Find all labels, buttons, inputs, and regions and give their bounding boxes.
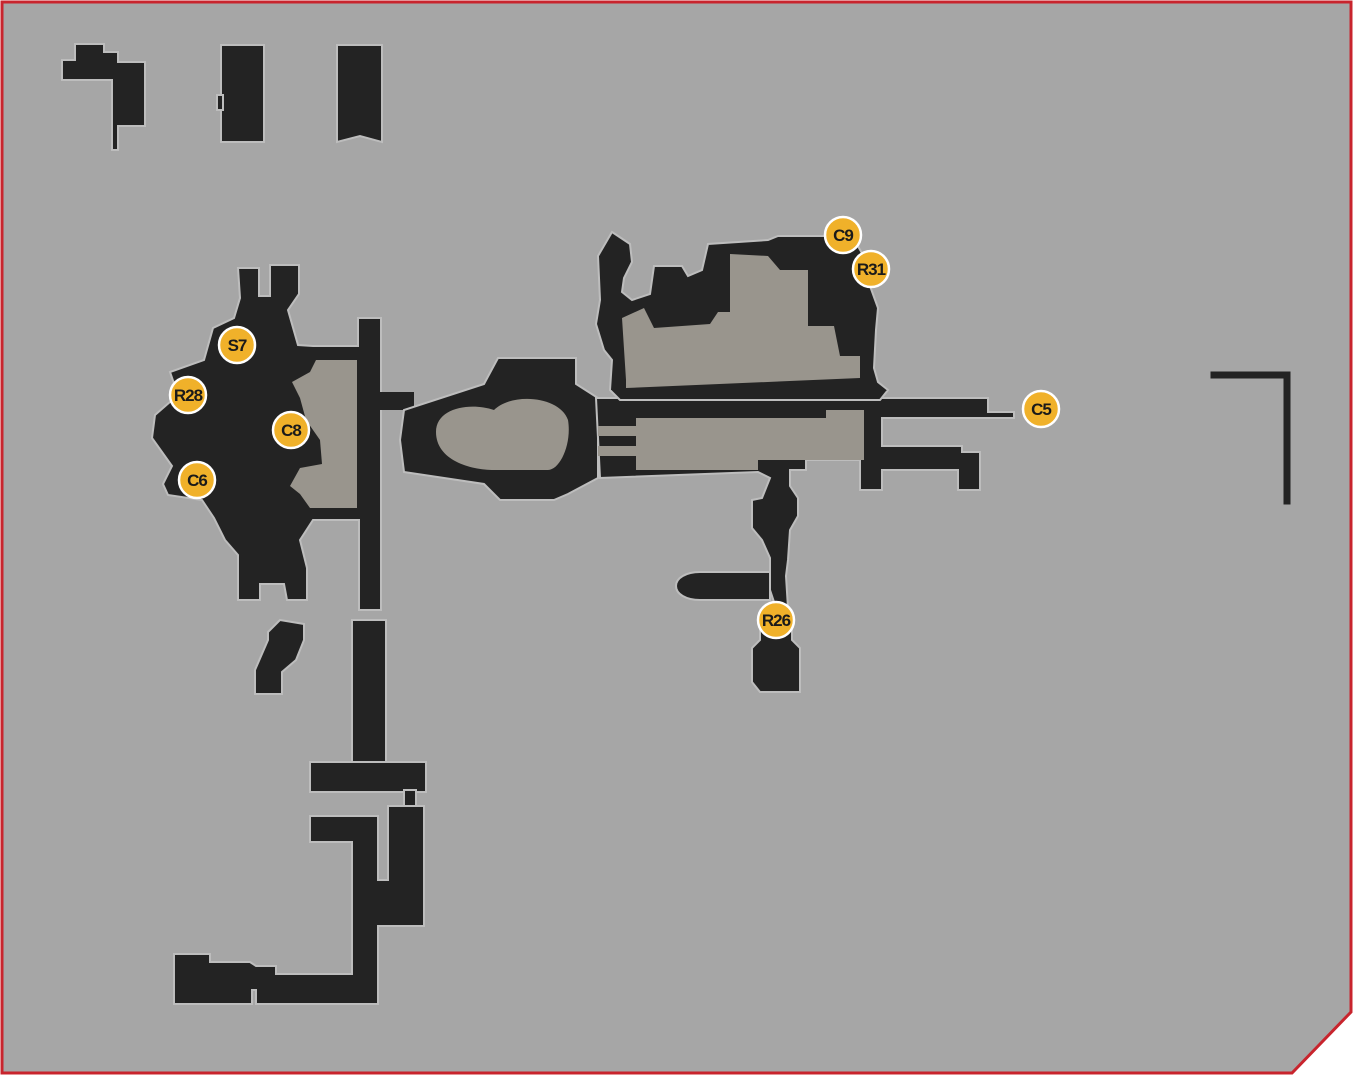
north-east-hall bbox=[594, 230, 890, 401]
map-marker-s7[interactable]: S7 bbox=[217, 325, 257, 365]
marker-circle[interactable] bbox=[851, 249, 891, 289]
map-marker-c9[interactable]: C9 bbox=[823, 215, 863, 255]
central-chamber bbox=[398, 357, 599, 501]
marker-label: R28 bbox=[174, 386, 203, 405]
map-marker-c6[interactable]: C6 bbox=[177, 460, 217, 500]
map-marker-c5[interactable]: C5 bbox=[1021, 389, 1061, 429]
marker-label: C6 bbox=[187, 471, 207, 490]
marker-label: R26 bbox=[762, 611, 791, 630]
top-left-rooms bbox=[61, 43, 383, 151]
marker-circle[interactable] bbox=[756, 600, 796, 640]
map-marker-r31[interactable]: R31 bbox=[851, 249, 891, 289]
west-cave bbox=[150, 264, 382, 695]
map-marker-r28[interactable]: R28 bbox=[168, 375, 208, 415]
marker-label: S7 bbox=[228, 336, 247, 355]
marker-circle[interactable] bbox=[1021, 389, 1061, 429]
marker-label: C9 bbox=[833, 226, 853, 245]
marker-label: C8 bbox=[281, 421, 301, 440]
marker-circle[interactable] bbox=[823, 215, 863, 255]
south-rooms bbox=[173, 619, 427, 1005]
map-marker-r26[interactable]: R26 bbox=[756, 600, 796, 640]
east-hall bbox=[594, 397, 1015, 693]
marker-circle[interactable] bbox=[177, 460, 217, 500]
marker-circle[interactable] bbox=[168, 375, 208, 415]
marker-circle[interactable] bbox=[271, 410, 311, 450]
marker-circle[interactable] bbox=[217, 325, 257, 365]
marker-label: R31 bbox=[857, 260, 886, 279]
map-marker-c8[interactable]: C8 bbox=[271, 410, 311, 450]
right-wall-fragment bbox=[1210, 371, 1291, 505]
marker-label: C5 bbox=[1031, 400, 1051, 419]
